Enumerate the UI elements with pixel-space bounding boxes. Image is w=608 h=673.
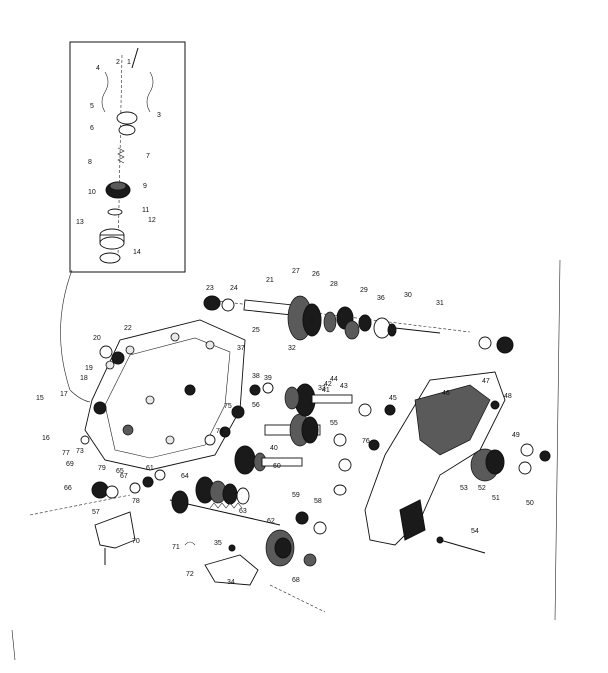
label-part-36: 36 [377,295,385,302]
label-part-71: 71 [172,544,180,551]
label-part-69: 69 [66,461,74,468]
label-part-38: 38 [252,373,260,380]
label-part-46: 46 [442,390,450,397]
label-part-5: 5 [90,103,94,110]
label-part-54: 54 [471,528,479,535]
label-part-59: 59 [292,492,300,499]
label-part-23: 23 [206,285,214,292]
label-part-9: 9 [143,183,147,190]
label-part-2: 2 [116,59,120,66]
label-part-64: 64 [181,473,189,480]
label-part-18: 18 [80,375,88,382]
label-part-22: 22 [124,325,132,332]
label-part-3: 3 [157,112,161,119]
middle-gear-train [169,382,396,567]
label-part-58: 58 [314,498,322,505]
upper-shaft-assembly [203,295,514,354]
inset-detail [69,41,186,273]
part-number-labels: 1 2 3 4 5 6 7 8 9 10 11 12 13 14 15 16 1… [36,59,534,586]
label-part-63: 63 [239,508,247,515]
label-part-10: 10 [88,189,96,196]
label-part-55: 55 [330,420,338,427]
label-part-27: 27 [292,268,300,275]
label-part-20: 20 [93,335,101,342]
label-part-34: 34 [227,579,235,586]
label-part-35: 35 [214,540,222,547]
label-part-42: 42 [324,381,332,388]
label-part-17: 17 [60,391,68,398]
label-part-78: 78 [132,498,140,505]
label-part-12: 12 [148,217,156,224]
label-part-29: 29 [360,287,368,294]
label-part-13: 13 [76,219,84,226]
label-part-11: 11 [142,207,149,214]
label-part-19: 19 [85,365,93,372]
label-part-26: 26 [312,271,320,278]
label-part-4: 4 [96,65,100,72]
label-part-43: 43 [340,383,348,390]
label-part-25: 25 [252,327,260,334]
right-housing [364,259,561,621]
label-part-7: 7 [146,153,150,160]
label-part-24: 24 [230,285,238,292]
label-part-21: 21 [266,277,274,284]
label-part-51: 51 [492,495,500,502]
label-part-8: 8 [88,159,92,166]
label-part-53: 53 [460,485,468,492]
label-part-52: 52 [478,485,486,492]
label-part-67: 67 [120,473,128,480]
label-part-49: 49 [512,432,520,439]
label-part-76: 76 [362,438,370,445]
label-part-33: 33 [318,385,326,392]
label-part-45: 45 [389,395,397,402]
label-part-14: 14 [133,249,141,256]
label-part-57: 57 [92,509,100,516]
label-part-39: 39 [264,375,272,382]
label-part-77: 77 [62,450,70,457]
label-part-68: 68 [292,577,300,584]
label-part-50: 50 [526,500,534,507]
label-part-66: 66 [64,485,72,492]
inset-frame [69,41,186,273]
label-part-1: 1 [127,59,131,66]
label-part-41: 41 [322,387,330,394]
label-part-44: 44 [330,376,338,383]
label-part-47: 47 [482,378,490,385]
label-part-75: 75 [224,403,232,410]
label-part-74: 74 [216,428,224,435]
label-part-37: 37 [237,345,245,352]
label-part-30: 30 [404,292,412,299]
label-part-61: 61 [146,465,154,472]
label-part-73: 73 [76,448,84,455]
label-part-79: 79 [98,465,106,472]
label-part-32: 32 [288,345,296,352]
inset-bearing-cup [116,111,138,125]
label-part-31: 31 [436,300,444,307]
label-part-56: 56 [252,402,260,409]
label-part-40: 40 [270,445,278,452]
left-small-parts [29,345,326,613]
label-part-6: 6 [90,125,94,132]
label-part-16: 16 [42,435,50,442]
label-part-60: 60 [273,463,281,470]
label-part-70: 70 [132,538,140,545]
label-part-48: 48 [504,393,512,400]
label-part-65: 65 [116,468,124,475]
left-housing [84,319,246,471]
label-part-62: 62 [267,518,275,525]
label-part-28: 28 [330,281,338,288]
label-part-15: 15 [36,395,44,402]
label-part-72: 72 [186,571,194,578]
